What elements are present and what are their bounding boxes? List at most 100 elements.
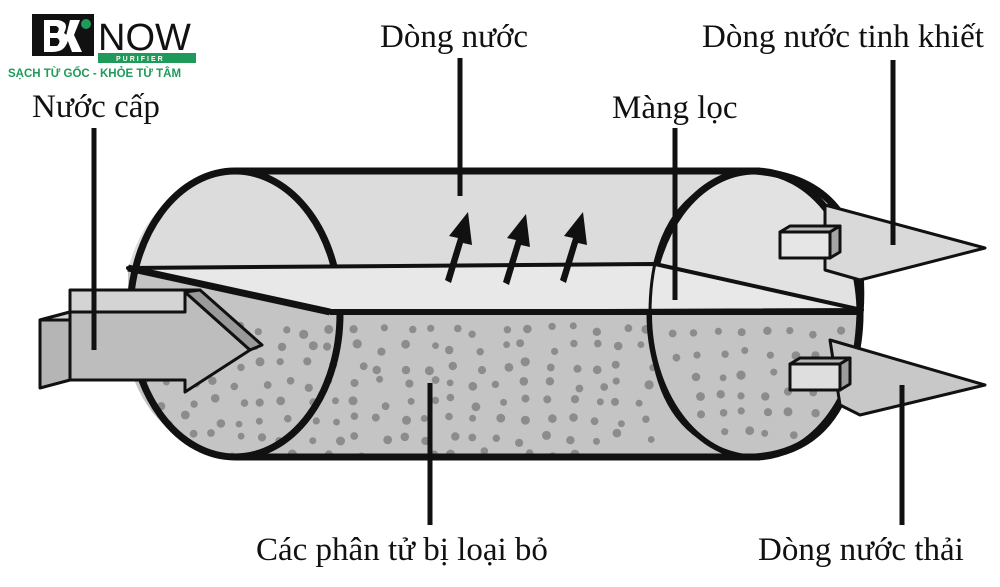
particle-dot [431, 396, 440, 405]
particle-dot [548, 414, 557, 423]
particle-dot [783, 407, 793, 417]
particle-dot [276, 396, 286, 406]
particle-dot [207, 429, 215, 437]
particle-dot [180, 410, 190, 420]
particle-dot [741, 347, 749, 354]
label-water-flow: Dòng nước [380, 19, 528, 55]
particle-dot [230, 382, 239, 391]
particle-dot [786, 327, 794, 335]
particle-dot [719, 374, 727, 382]
particle-dot [542, 430, 551, 440]
particle-dot [376, 375, 384, 383]
particle-dot [451, 432, 460, 441]
particle-dot [420, 415, 428, 422]
particle-dot [592, 327, 601, 336]
particle-dot [405, 379, 414, 388]
particle-dot [492, 434, 500, 442]
label-pure-water: Dòng nước tinh khiết [702, 19, 984, 55]
particle-dot [208, 376, 217, 385]
particle-dot [837, 326, 846, 335]
particle-dot [480, 447, 489, 455]
particle-dot [131, 449, 140, 457]
particle-dot [468, 381, 478, 391]
particle-dot [216, 419, 226, 428]
particle-dot [448, 361, 457, 371]
particle-dot [763, 326, 772, 335]
particle-dot [592, 365, 602, 375]
bk-logo-icon [32, 14, 94, 56]
particle-dot [500, 398, 508, 406]
particle-dot [169, 447, 177, 455]
particle-dot [402, 415, 411, 425]
particle-dot [721, 428, 729, 436]
particle-dot [745, 426, 755, 436]
particle-dot [635, 399, 643, 407]
particle-dot [254, 328, 262, 336]
particle-dot [637, 341, 645, 348]
particle-dot [255, 357, 265, 367]
particle-dot [446, 393, 455, 402]
particle-dot [766, 351, 775, 359]
particle-dot [308, 341, 318, 351]
particle-dot [613, 341, 623, 351]
particle-dot [644, 380, 654, 390]
particle-dot [476, 348, 484, 356]
particle-dot [445, 345, 454, 355]
particle-dot [284, 414, 292, 423]
particle-dot [716, 390, 725, 399]
particle-dot [424, 366, 434, 376]
particle-dot [210, 394, 220, 403]
particle-dot [400, 432, 410, 442]
particle-dot [323, 342, 332, 351]
particle-dot [350, 412, 359, 421]
particle-dot [496, 413, 506, 423]
particle-dot [570, 339, 578, 348]
particle-dot [551, 347, 559, 355]
particle-dot [691, 372, 701, 382]
particle-dot [548, 322, 556, 331]
particle-dot [736, 370, 746, 380]
particle-dot [596, 398, 604, 406]
particle-dot [672, 353, 681, 362]
leader-lines [91, 58, 905, 525]
particle-dot [573, 364, 582, 373]
particle-dot [809, 330, 817, 339]
logo-sub-bar [98, 53, 196, 63]
particle-dot [309, 437, 317, 445]
particle-dot [504, 363, 514, 372]
particle-dot [349, 325, 358, 334]
outlet-arrow-icon [778, 203, 987, 417]
particle-dot [624, 324, 633, 333]
particle-dot [719, 409, 728, 417]
particle-dot [303, 357, 312, 366]
particle-dot [612, 428, 622, 438]
particle-dot [689, 329, 698, 337]
particle-dot [520, 415, 530, 425]
particle-dot [737, 392, 745, 400]
particle-dot [696, 392, 705, 401]
particle-dot [642, 415, 650, 423]
particle-dot [255, 417, 263, 425]
particle-dot [421, 436, 430, 446]
particle-dot [471, 402, 481, 412]
particle-dot [519, 377, 529, 386]
particle-dot [372, 365, 381, 375]
particle-dot [697, 410, 705, 419]
particle-dot [714, 327, 723, 335]
particle-dot [427, 324, 435, 332]
particle-dot [142, 436, 150, 444]
particle-dot [545, 377, 555, 386]
particle-dot [431, 376, 440, 384]
particle-dot [569, 413, 578, 422]
particle-dot [132, 414, 141, 422]
particle-dot [240, 399, 249, 407]
particle-dot [546, 363, 555, 372]
particle-dot [647, 436, 655, 443]
particle-dot [566, 436, 575, 445]
particle-dot [521, 394, 530, 403]
particle-dot [575, 384, 584, 393]
particle-dot [523, 324, 532, 334]
particle-dot [237, 363, 245, 372]
particle-dot [371, 413, 380, 422]
